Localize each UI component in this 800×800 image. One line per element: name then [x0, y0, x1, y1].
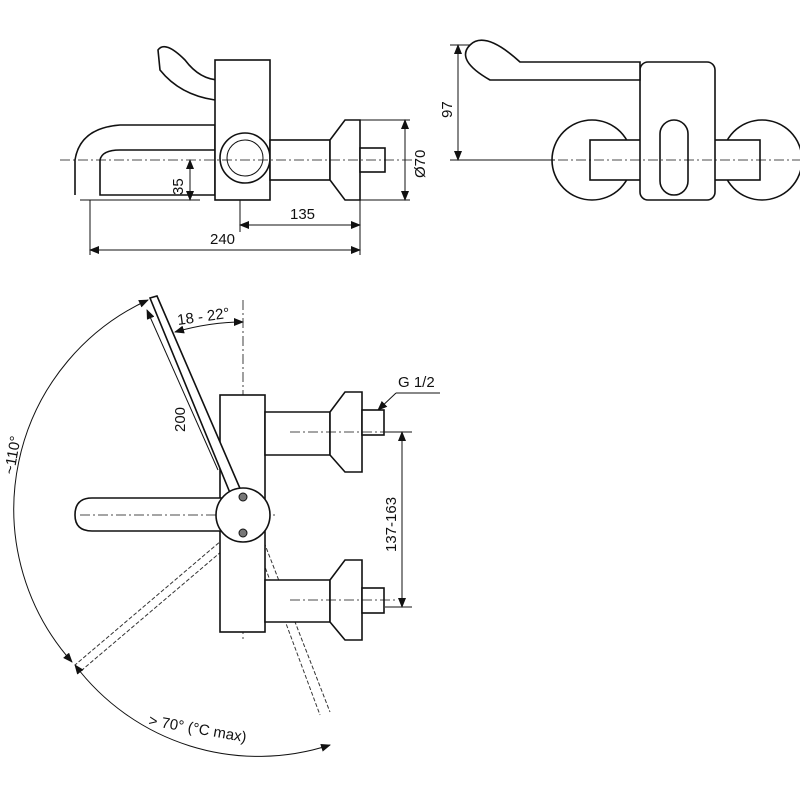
dim-total-depth: 240	[210, 231, 235, 248]
top-view: 200 18 - 22° ~110° > 70° (°C max) G 1/2 …	[1, 295, 440, 757]
dim-lever-angle: 18 - 22°	[176, 305, 231, 329]
dim-hot-limit: > 70° (°C max)	[147, 712, 248, 746]
lever-center	[74, 497, 226, 532]
front-view: 97	[439, 39, 800, 201]
leader-line	[377, 392, 397, 411]
dim-height: 97	[439, 101, 456, 118]
dim-thread: G 1/2	[398, 374, 435, 391]
upper-arm	[264, 411, 331, 456]
lever-swing-position-right	[254, 539, 321, 716]
dim-centers: 137-163	[383, 497, 400, 552]
dim-spout-height: 35	[170, 178, 187, 195]
hub	[215, 487, 271, 543]
side-view: 35 Ø70 135 240	[60, 45, 429, 255]
dim-rotation: ~110°	[1, 435, 24, 476]
hub-screw	[238, 492, 248, 502]
cartridge-inner-ring	[226, 139, 264, 177]
hot-limit-arc	[74, 664, 331, 757]
dim-body-depth: 135	[290, 206, 315, 223]
dim-lever-length: 200	[172, 407, 189, 432]
lever	[157, 45, 222, 101]
lever-swing-position-right	[261, 536, 331, 713]
rotation-arc	[13, 299, 149, 663]
lower-thread	[361, 587, 385, 614]
lower-arm	[264, 579, 331, 623]
lever-swing-position-left	[74, 534, 229, 666]
hub-screw	[238, 528, 248, 538]
dimension-line	[146, 309, 219, 471]
lever	[464, 39, 641, 81]
angle-arc	[174, 318, 244, 334]
dim-diameter: Ø70	[412, 150, 429, 178]
upper-thread	[361, 409, 385, 436]
spout	[659, 119, 689, 196]
lever-swing-position-left	[81, 539, 236, 671]
